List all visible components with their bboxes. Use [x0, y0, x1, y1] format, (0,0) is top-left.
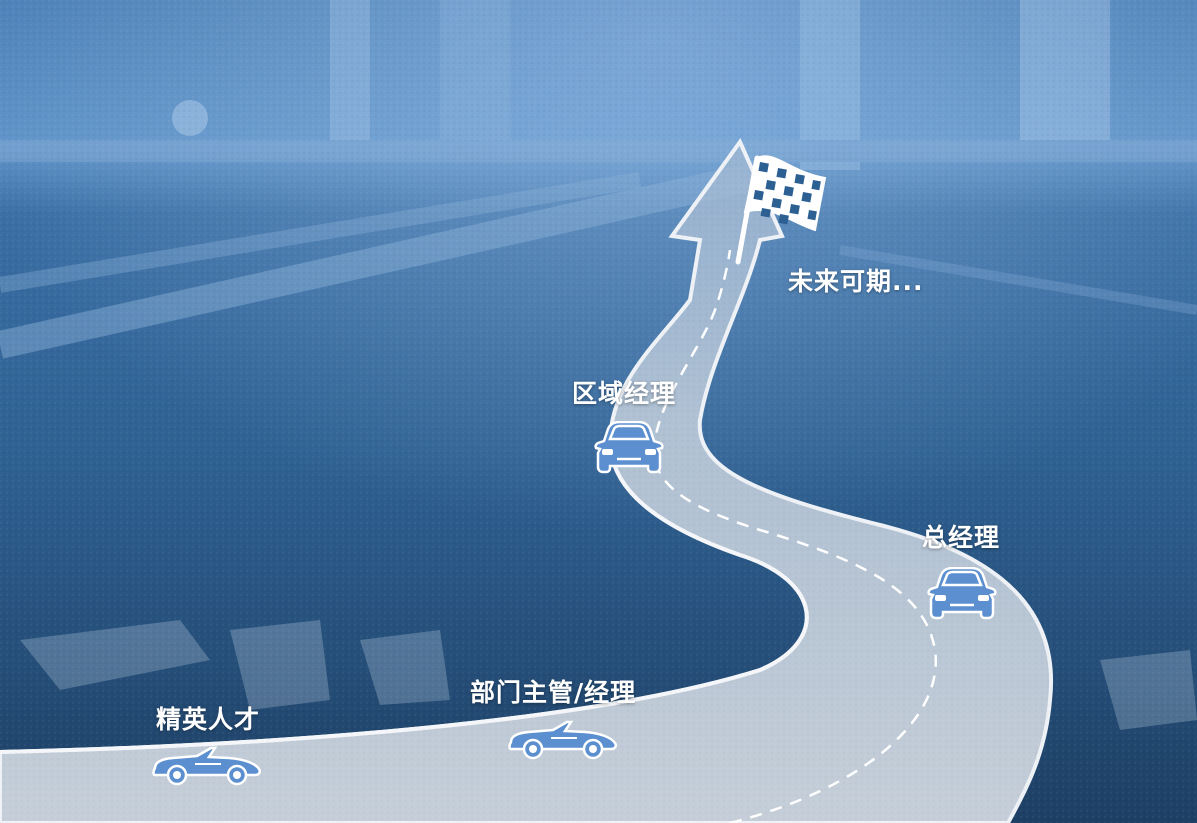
stage-label-elite-talent: 精英人才 — [156, 705, 261, 734]
road-center-line — [652, 249, 938, 823]
car-front-icon — [927, 567, 997, 620]
car-front-icon — [594, 421, 664, 474]
stage-label-regional-manager: 区域经理 — [572, 379, 677, 408]
stage-label-general-manager: 总经理 — [922, 523, 1001, 552]
finish-flag-icon — [735, 155, 827, 265]
convertible-icon — [508, 720, 618, 760]
convertible-icon — [152, 746, 262, 786]
stage-label-department-manager: 部门主管/经理 — [470, 678, 637, 707]
destination-label: 未来可期... — [788, 267, 924, 296]
